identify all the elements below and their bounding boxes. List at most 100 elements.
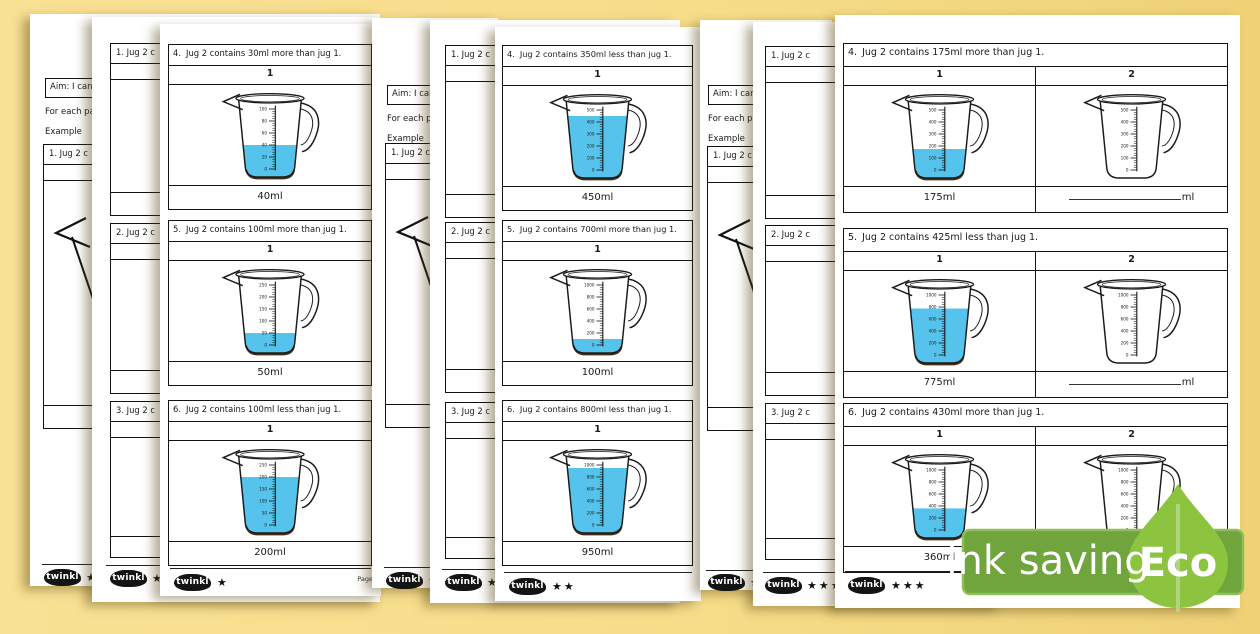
eco-label: Eco bbox=[1139, 540, 1218, 586]
svg-text:100: 100 bbox=[587, 155, 595, 160]
example-label: Example bbox=[45, 127, 82, 137]
svg-text:800: 800 bbox=[1121, 304, 1129, 309]
svg-text:50: 50 bbox=[262, 510, 268, 515]
svg-text:0: 0 bbox=[934, 527, 937, 532]
twinkl-logo: twinkl bbox=[386, 572, 423, 589]
difficulty-stars: ★ bbox=[152, 572, 164, 585]
jug-volume-label: 950ml bbox=[581, 547, 614, 558]
answer-blank-line bbox=[1068, 199, 1181, 200]
svg-text:250: 250 bbox=[259, 282, 267, 287]
svg-text:200: 200 bbox=[259, 474, 267, 479]
question-4-block: 4.Jug 2 contains 30ml more than jug 1. 1… bbox=[168, 44, 372, 210]
instructions-text: For each pa bbox=[708, 114, 758, 124]
question-text: Jug 2 contains 425ml less than jug 1. bbox=[862, 232, 1039, 243]
svg-text:0: 0 bbox=[264, 522, 267, 527]
question-number: 4. bbox=[848, 47, 858, 58]
worksheet-page-q4-6-2star: 4.Jug 2 contains 350ml less than jug 1. … bbox=[495, 27, 701, 601]
svg-text:1000: 1000 bbox=[1118, 467, 1129, 472]
svg-text:150: 150 bbox=[259, 486, 267, 491]
question-text: Jug 2 contains 800ml less than jug 1. bbox=[519, 404, 672, 414]
svg-text:100: 100 bbox=[259, 318, 267, 323]
twinkl-logo: twinkl bbox=[174, 574, 211, 591]
example-label: Example bbox=[708, 134, 745, 144]
difficulty-stars: ★★★ bbox=[807, 579, 843, 592]
svg-text:1000: 1000 bbox=[926, 292, 937, 297]
svg-text:0: 0 bbox=[1126, 352, 1129, 357]
svg-text:500: 500 bbox=[587, 107, 595, 112]
svg-text:0: 0 bbox=[592, 167, 595, 172]
svg-text:600: 600 bbox=[587, 306, 595, 311]
jug-column-label: 1 bbox=[503, 242, 692, 261]
example-label: Example bbox=[387, 134, 424, 144]
jug-column-label: 1 bbox=[844, 67, 1035, 86]
svg-text:800: 800 bbox=[929, 479, 937, 484]
svg-text:600: 600 bbox=[1121, 316, 1129, 321]
svg-text:20: 20 bbox=[262, 154, 268, 159]
jug-column-label: 1 bbox=[503, 67, 692, 86]
twinkl-logo: twinkl bbox=[509, 578, 546, 595]
question-text: Jug 2 contains 100ml less than jug 1. bbox=[186, 404, 342, 414]
svg-text:400: 400 bbox=[587, 498, 595, 503]
question-text: Jug 2 contains 430ml more than jug 1. bbox=[862, 407, 1045, 418]
svg-text:200: 200 bbox=[929, 340, 937, 345]
question-5-header: 5.Jug 2 contains 700ml more than jug 1. bbox=[503, 221, 692, 242]
difficulty-stars: ★ bbox=[217, 576, 229, 589]
svg-text:200: 200 bbox=[1121, 515, 1129, 520]
answer-blank: ml bbox=[1036, 372, 1227, 397]
ml-suffix: ml bbox=[1181, 192, 1195, 203]
svg-text:800: 800 bbox=[929, 304, 937, 309]
question-5-block: 5.Jug 2 contains 425ml less than jug 1. … bbox=[843, 228, 1228, 398]
twinkl-logo: twinkl bbox=[44, 569, 81, 586]
jug-column-label: 1 bbox=[844, 252, 1035, 271]
svg-text:200: 200 bbox=[587, 143, 595, 148]
svg-text:100: 100 bbox=[259, 106, 267, 111]
svg-text:40: 40 bbox=[262, 142, 268, 147]
question-4-header: 4.Jug 2 contains 30ml more than jug 1. bbox=[169, 45, 371, 66]
instructions-text: For each pa bbox=[387, 114, 437, 124]
question-4-block: 4.Jug 2 contains 175ml more than jug 1. … bbox=[843, 43, 1228, 213]
jug-volume-label: 40ml bbox=[257, 191, 283, 202]
svg-text:500: 500 bbox=[1121, 107, 1129, 112]
svg-text:400: 400 bbox=[929, 328, 937, 333]
jug-column-label: 1 bbox=[844, 427, 1035, 446]
svg-text:400: 400 bbox=[929, 119, 937, 124]
svg-text:1000: 1000 bbox=[584, 282, 595, 287]
svg-text:400: 400 bbox=[929, 503, 937, 508]
ink-saving-label: ink saving bbox=[950, 538, 1150, 584]
jug-column-label: 2 bbox=[1036, 252, 1227, 271]
twinkl-logo: twinkl bbox=[848, 577, 885, 594]
footer-divider bbox=[504, 572, 692, 573]
question-6-block: 6.Jug 2 contains 100ml less than jug 1. … bbox=[168, 400, 372, 566]
svg-text:200: 200 bbox=[929, 143, 937, 148]
jug-volume-label: 200ml bbox=[254, 547, 286, 558]
svg-text:400: 400 bbox=[587, 318, 595, 323]
svg-text:0: 0 bbox=[264, 342, 267, 347]
difficulty-stars: ★★★ bbox=[891, 579, 927, 592]
svg-text:800: 800 bbox=[587, 474, 595, 479]
svg-text:600: 600 bbox=[1121, 491, 1129, 496]
worksheet-page-q4-6-1star: 4.Jug 2 contains 30ml more than jug 1. 1… bbox=[160, 24, 381, 596]
question-text: Jug 2 contains 30ml more than jug 1. bbox=[186, 48, 342, 58]
svg-text:200: 200 bbox=[1121, 143, 1129, 148]
svg-text:60: 60 bbox=[262, 130, 268, 135]
question-text: Jug 2 contains 175ml more than jug 1. bbox=[862, 47, 1045, 58]
question-6-block: 6.Jug 2 contains 800ml less than jug 1. … bbox=[502, 400, 693, 566]
svg-text:250: 250 bbox=[259, 462, 267, 467]
svg-text:300: 300 bbox=[1121, 131, 1129, 136]
svg-text:800: 800 bbox=[587, 294, 595, 299]
jug-volume-label: 450ml bbox=[581, 192, 614, 203]
jug-column-label: 1 bbox=[169, 242, 371, 261]
svg-text:200: 200 bbox=[587, 330, 595, 335]
jug-volume-label: 775ml bbox=[923, 377, 956, 388]
svg-text:400: 400 bbox=[1121, 328, 1129, 333]
svg-text:1000: 1000 bbox=[926, 467, 937, 472]
